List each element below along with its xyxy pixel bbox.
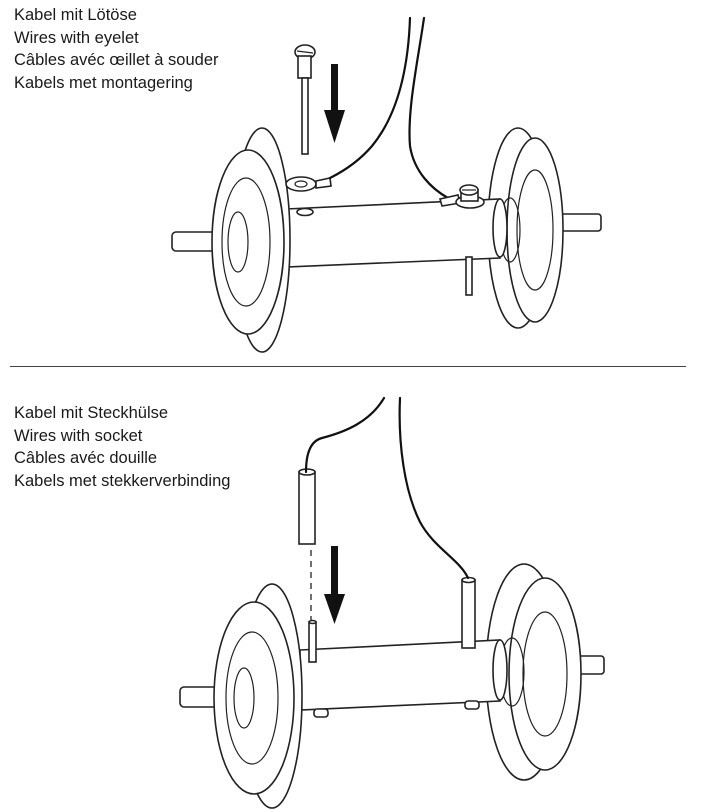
contact-pin-fixed bbox=[465, 256, 473, 296]
wire-to-mounted-socket bbox=[398, 396, 470, 580]
insert-arrow bbox=[324, 546, 345, 624]
wheel-left bbox=[211, 127, 291, 353]
plug-pin bbox=[308, 621, 317, 663]
caption-line-nl: Kabels met montagering bbox=[14, 73, 193, 92]
axle-tube bbox=[299, 639, 501, 711]
loose-socket bbox=[298, 471, 316, 545]
caption-eyelet: Kabel mit Lötöse Wires with eyelet Câble… bbox=[14, 4, 219, 94]
eyelet-connector bbox=[285, 176, 332, 192]
wire-to-eyelet bbox=[328, 16, 412, 180]
wire-to-screw bbox=[408, 16, 450, 200]
wheelset-socket-illustration bbox=[179, 396, 605, 809]
caption-line-fr: Câbles avéc douille bbox=[14, 449, 158, 467]
wheelset-eyelet-illustration bbox=[171, 16, 602, 353]
insert-arrow bbox=[324, 64, 345, 143]
wire-to-socket bbox=[304, 396, 386, 474]
caption-line-de: Kabel mit Steckhülse bbox=[14, 404, 169, 422]
screw-top bbox=[294, 44, 316, 155]
mounted-socket bbox=[461, 579, 476, 649]
axle-mount-hole bbox=[296, 207, 314, 217]
caption-line-de: Kabel mit Lötöse bbox=[14, 6, 137, 24]
mounted-screw bbox=[438, 184, 485, 209]
wheel-right bbox=[487, 127, 564, 329]
section-divider bbox=[10, 366, 686, 367]
caption-line-en: Wires with socket bbox=[14, 426, 143, 445]
caption-line-fr: Câbles avéc œillet à souder bbox=[14, 51, 219, 69]
wheel-left bbox=[213, 583, 303, 809]
caption-line-en: Wires with eyelet bbox=[14, 28, 139, 47]
wheel-right bbox=[485, 563, 582, 781]
contact-pin-lower-right bbox=[464, 700, 480, 710]
caption-socket: Kabel mit Steckhülse Wires with socket C… bbox=[14, 402, 230, 492]
caption-line-nl: Kabels met stekkerverbinding bbox=[14, 471, 231, 490]
contact-pin-lower-left bbox=[313, 708, 329, 718]
